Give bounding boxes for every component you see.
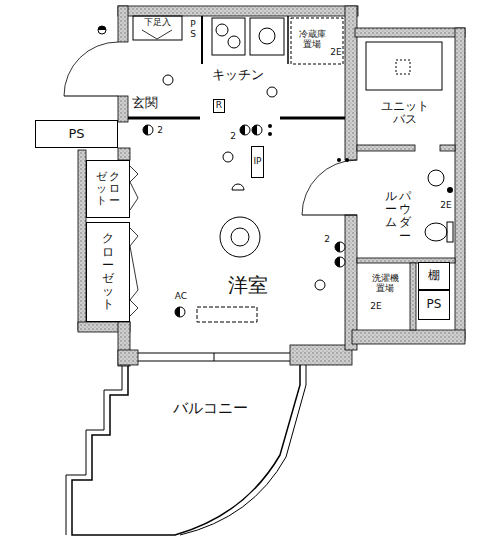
room-label: 2E [330,48,341,58]
box-text: IP [253,157,262,167]
box-text: PS [427,298,442,311]
fixture-box: クローゼット [86,160,130,218]
fixture-box: R [213,99,225,113]
room-label: 2E [370,302,381,312]
room-label: キッチン [212,68,264,82]
room-label: ユニットバス [380,100,429,126]
room-label: 2 [230,132,236,142]
fixture-box: クローゼット [86,222,130,322]
room-label: 冷蔵庫置場 [299,30,326,50]
room-label: 2E [440,201,451,211]
fixture-box: 棚 [418,262,450,290]
room-label: 2 [324,235,330,245]
box-text: R [216,101,222,111]
box-text: クローゼット [96,171,120,207]
box-text: PS [68,127,84,141]
fixture-box: PS [418,290,450,320]
room-label: パウダールーム [385,190,411,243]
fixture-box: PS [35,120,118,148]
room-label: 洗濯機置場 [372,274,399,294]
box-text: 棚 [428,269,440,282]
room-label: 2 [157,126,163,136]
room-label: PS [189,20,198,40]
fixture-box: IP [251,146,264,178]
room-label: 玄関 [132,96,158,110]
box-text: クローゼット [102,232,114,311]
room-label: 下足入 [144,18,171,28]
room-label: バルコニー [173,400,248,417]
room-label: AC [175,292,187,302]
room-label: 洋室 [228,274,268,296]
